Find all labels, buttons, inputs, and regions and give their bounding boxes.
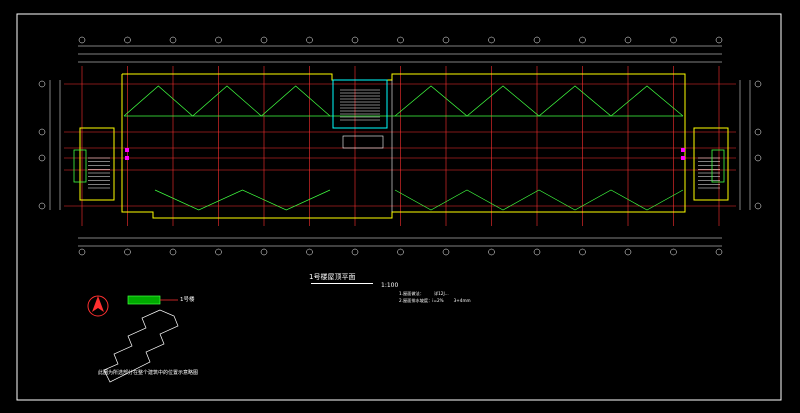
axis-bubble <box>38 154 46 162</box>
axis-bubble <box>78 36 86 44</box>
axis-bubble <box>624 36 632 44</box>
axis-bubble <box>533 36 541 44</box>
axis-bubble <box>306 36 313 44</box>
axis-bubble <box>351 248 359 256</box>
axis-bubble <box>533 248 541 256</box>
axis-bubble <box>670 248 677 256</box>
axis-bubble <box>442 36 450 44</box>
central-stair <box>332 79 388 149</box>
axis-bubble <box>670 36 677 44</box>
dimension-lines <box>49 45 751 247</box>
note-text: 2.屋面排水坡度：i=2% <box>399 298 444 303</box>
axis-bubble <box>124 36 131 44</box>
axis-bubble <box>442 248 450 256</box>
axis-bubble <box>260 248 268 256</box>
left-stair <box>73 149 110 189</box>
axis-bubble <box>715 36 723 44</box>
note-value: 3+4mm <box>453 298 471 303</box>
axis-bubble <box>488 36 495 44</box>
site-key-plan <box>103 295 179 383</box>
axis-bubble <box>624 248 632 256</box>
right-stair <box>698 149 725 189</box>
drawing-frame <box>16 13 782 401</box>
axis-bubble <box>579 248 586 256</box>
axis-bubble <box>715 248 723 256</box>
title-underline <box>311 283 373 284</box>
slope-line <box>154 189 331 211</box>
axis-bubble <box>397 248 404 256</box>
site-plan-note: 此圈为所选部分在整个建筑中的位置示意略图 <box>98 370 199 376</box>
building-walls <box>79 73 729 219</box>
slope-line <box>394 85 684 117</box>
axis-bubble <box>351 36 359 44</box>
axis-bubble <box>754 128 762 136</box>
roof-slope-lines <box>123 85 684 211</box>
note-text: 1.屋面做法： <box>399 291 424 296</box>
building-label: 1号楼 <box>180 297 195 303</box>
north-arrow-icon <box>87 295 109 317</box>
axis-bubble <box>38 80 46 88</box>
axis-bubble <box>754 202 762 210</box>
axis-bubble <box>306 248 313 256</box>
axis-bubble <box>754 154 762 162</box>
axis-bubble <box>215 248 222 256</box>
slope-line <box>394 189 684 211</box>
axis-bubble <box>169 36 177 44</box>
axis-bubble <box>38 202 46 210</box>
axis-bubble <box>754 80 762 88</box>
axis-bubble <box>78 248 86 256</box>
axis-grid <box>64 66 736 226</box>
roof-notes: 1.屋面做法： 详12J... 2.屋面排水坡度：i=2% 3+4mm <box>399 290 471 304</box>
axis-bubble <box>38 128 46 136</box>
slope-line <box>123 85 331 117</box>
axis-bubble <box>215 36 222 44</box>
note-value: 详12J... <box>433 291 449 296</box>
axis-bubble <box>124 248 131 256</box>
drain-markers <box>125 148 685 160</box>
drawing-title: 1号楼屋顶平面 <box>309 273 356 281</box>
axis-bubbles <box>38 36 762 256</box>
axis-bubble <box>169 248 177 256</box>
axis-bubble <box>488 248 495 256</box>
axis-bubble <box>579 36 586 44</box>
axis-bubble <box>397 36 404 44</box>
drawing-scale: 1:100 <box>381 282 399 289</box>
axis-bubble <box>260 36 268 44</box>
